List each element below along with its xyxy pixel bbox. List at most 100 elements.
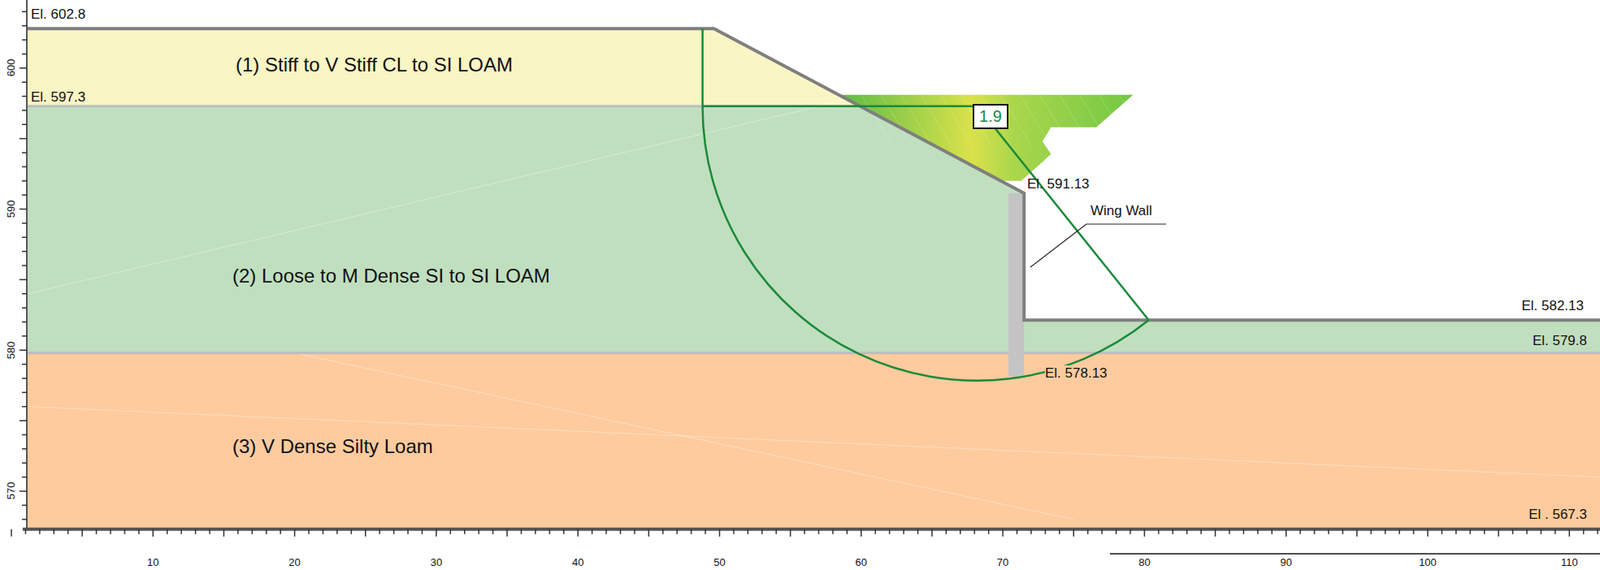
axis-tick (1030, 529, 1032, 535)
elevation-label: El. 582.13 (1521, 298, 1584, 315)
axis-tick (1512, 529, 1514, 535)
axis-tick (166, 529, 169, 535)
axis-tick (21, 222, 27, 225)
axis-tick (605, 529, 608, 535)
axis-tick (21, 194, 27, 196)
axis-tick (67, 529, 70, 535)
axis-tick (1455, 529, 1457, 535)
axis-number: 110 (1560, 557, 1579, 570)
layer-name: (2) Loose to M Dense SI to SI LOAM (232, 264, 551, 287)
slip-circle (702, 106, 1150, 382)
axis-tick (21, 95, 27, 98)
axis-number: 90 (1279, 557, 1292, 570)
axis-tick (21, 166, 27, 169)
axis-tick (322, 529, 325, 535)
axis-tick (21, 434, 27, 437)
axis-tick (1540, 529, 1543, 535)
axis-tick (19, 67, 27, 70)
axis-tick (223, 529, 226, 538)
axis-tick (846, 529, 849, 535)
axis-tick (364, 529, 367, 538)
axis-number: 590 (6, 200, 19, 219)
soil-layer: (2) Loose to M Dense SI to SI LOAM (232, 264, 551, 288)
soil-layer: (1) Stiff to V Stiff CL to SI LOAM (235, 53, 513, 77)
axis-tick (21, 307, 27, 309)
axis-tick (761, 529, 764, 535)
ground-surface (27, 28, 1600, 321)
rule-line (1110, 553, 1600, 556)
axis-tick (19, 279, 27, 282)
axis-tick (53, 529, 56, 535)
mesh-line (1039, 95, 1071, 147)
axis-tick (124, 529, 126, 535)
layer-boundary (27, 351, 1600, 355)
bottom-axis (22, 528, 1600, 532)
axis-tick (1582, 529, 1585, 535)
axis-tick (393, 529, 395, 535)
mesh-line (1059, 95, 1091, 147)
axis-number: 580 (6, 341, 19, 360)
safety-zone (838, 95, 1133, 182)
axis-tick (21, 335, 27, 338)
axis-tick (704, 529, 707, 535)
axis-tick (21, 180, 27, 183)
axis-tick (775, 529, 777, 535)
axis-tick (492, 529, 495, 535)
axis-tick (378, 529, 381, 535)
axis-tick (407, 529, 409, 535)
axis-tick (1342, 529, 1345, 535)
elevation-label: El. 591.13 (1027, 176, 1090, 193)
axis-number: 30 (430, 557, 443, 570)
axis-tick (1327, 529, 1330, 535)
axis-tick (1087, 529, 1089, 535)
axis-tick (21, 151, 27, 154)
axis-tick (21, 462, 27, 464)
axis-tick (931, 529, 933, 538)
axis-tick (21, 124, 27, 126)
soil-layer: (3) V Dense Silty Loam (232, 435, 434, 459)
axis-tick (477, 529, 480, 535)
axis-tick (1243, 529, 1245, 535)
axis-tick (620, 529, 622, 535)
axis-tick (1200, 529, 1202, 535)
axis-tick (21, 39, 27, 41)
elevation-label: El. 579.8 (1532, 333, 1587, 350)
axis-tick (1157, 529, 1160, 535)
layer-3 (27, 353, 1600, 530)
axis-number: 80 (1138, 557, 1150, 570)
axis-tick (860, 529, 863, 538)
axis-tick (39, 529, 41, 535)
axis-tick (633, 529, 636, 535)
axis-tick (463, 529, 466, 535)
axis-tick (180, 529, 183, 535)
axis-tick (1073, 529, 1076, 538)
axis-tick (1497, 529, 1500, 538)
mesh-line (940, 95, 972, 147)
axis-tick (21, 519, 27, 521)
axis-tick (1228, 529, 1231, 535)
axis-tick (1016, 529, 1019, 535)
axis-tick (1186, 529, 1189, 535)
axis-tick (1426, 529, 1429, 538)
axis-tick (21, 505, 27, 508)
axis-number: 20 (288, 557, 300, 570)
axis-tick (25, 529, 27, 535)
axis-tick (19, 420, 27, 422)
elevation-label: El. 597.3 (30, 89, 86, 106)
axis-tick (237, 529, 239, 535)
axis-tick (520, 529, 523, 535)
axis-tick (945, 529, 948, 535)
axis-tick (874, 529, 876, 535)
axis-tick (265, 529, 268, 535)
axis-tick (1271, 529, 1274, 535)
axis-tick (832, 529, 834, 535)
axis-tick (21, 448, 27, 451)
axis-tick (1044, 529, 1047, 535)
axis-tick (902, 529, 905, 535)
axis-number: 70 (997, 557, 1009, 570)
slice-line (27, 407, 1600, 478)
axis-tick (959, 529, 962, 535)
axis-tick (1356, 529, 1358, 538)
axis-tick (95, 529, 98, 535)
axis-tick (591, 529, 594, 535)
